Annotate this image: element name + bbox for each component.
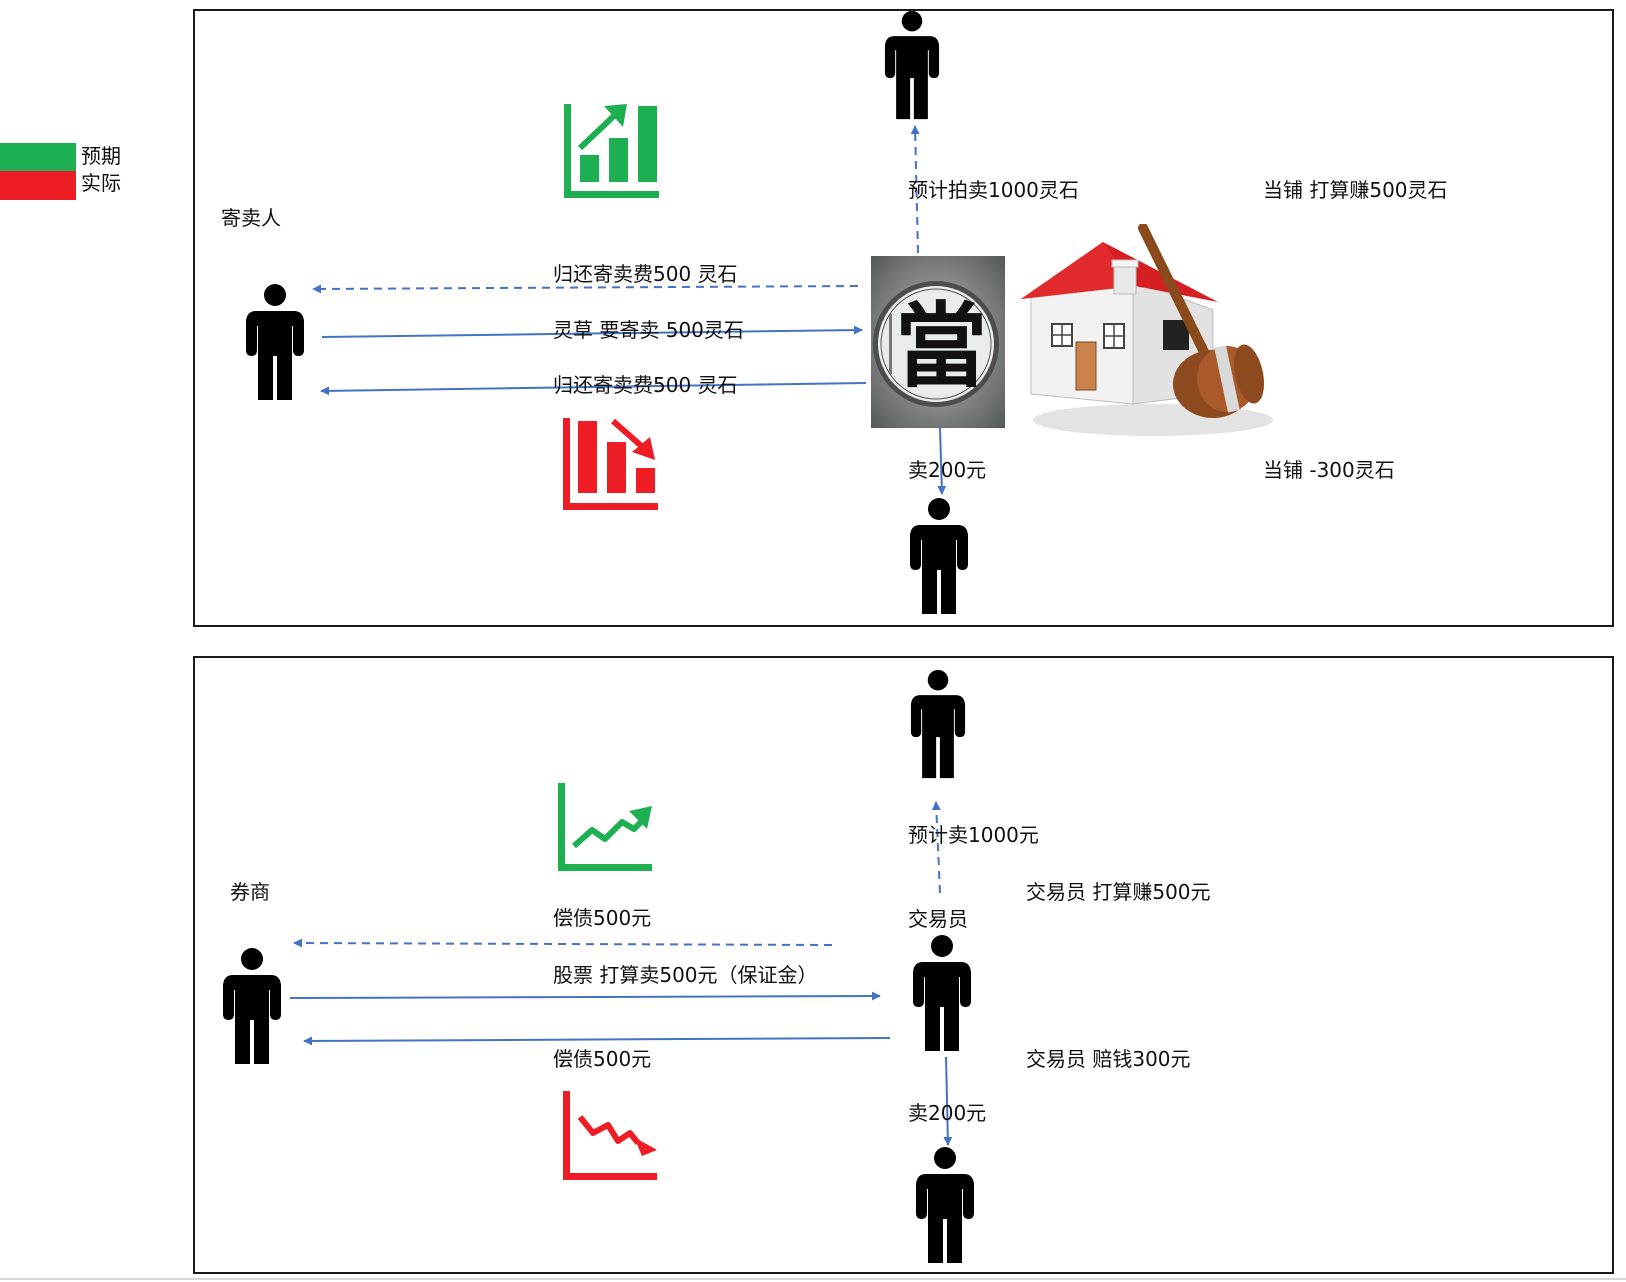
arrow-return-fee-actual [320, 382, 867, 396]
page-bottom-rule [0, 1278, 1626, 1280]
arrow-sold-actual-bottom [943, 1056, 953, 1146]
return-fee-actual-label: 归还寄卖费500 灵石 [553, 373, 738, 397]
broker-label: 券商 [230, 880, 270, 904]
line-chart-up-icon [558, 783, 652, 871]
repay-actual-label: 偿债500元 [553, 1047, 652, 1071]
arrow-return-fee-expected [312, 284, 859, 294]
trader-label: 交易员 [908, 907, 968, 931]
arrow-consign-request [321, 325, 863, 338]
repay-expected-label: 偿债500元 [553, 906, 652, 930]
pawnshop-house-image [1021, 224, 1273, 436]
top-panel-frame [193, 9, 1614, 627]
sell-request-label: 股票 打算卖500元（保证金） [553, 963, 818, 987]
auction-expected-label: 预计拍卖1000灵石 [908, 178, 1079, 202]
consign-request-label: 灵草 要寄卖 500灵石 [553, 318, 744, 342]
arrow-repay-actual [303, 1036, 891, 1046]
legend-expected-swatch [0, 143, 76, 172]
legend-expected-label: 预期 [81, 144, 121, 168]
consignor-label: 寄卖人 [221, 206, 281, 230]
arrow-sell-request [289, 991, 881, 1001]
line-chart-down-icon [563, 1091, 657, 1180]
person-expected-buyer-bottom [910, 669, 966, 779]
person-trader [912, 934, 972, 1052]
person-consignor [245, 283, 305, 401]
person-broker [222, 947, 282, 1065]
person-auction-buyer-top [884, 10, 940, 120]
sold-actual-bottom-label: 卖200元 [908, 1101, 987, 1125]
chart-up-icon [564, 104, 659, 198]
legend-actual-label: 实际 [81, 171, 121, 195]
arrow-sell-expected [931, 801, 941, 894]
arrow-repay-expected [293, 938, 833, 948]
pawn-sign-character: 當 [895, 292, 987, 400]
trader-expected-profit-label: 交易员 打算赚500元 [1026, 880, 1211, 904]
return-fee-expected-label: 归还寄卖费500 灵石 [553, 262, 738, 286]
bottom-panel-frame [193, 656, 1614, 1274]
arrow-auction-expected [910, 125, 920, 254]
trader-actual-loss-label: 交易员 赔钱300元 [1026, 1047, 1191, 1071]
pawnshop-sign-image: 當 [871, 256, 1005, 428]
person-actual-buyer-bottom [915, 1146, 975, 1264]
sell-expected-label: 预计卖1000元 [908, 823, 1039, 847]
chart-down-icon [563, 418, 658, 510]
legend-actual-swatch [0, 171, 76, 200]
arrow-sold-actual-top [937, 427, 947, 495]
person-actual-buyer-top [909, 497, 969, 615]
sold-actual-top-label: 卖200元 [908, 458, 987, 482]
shop-expected-profit-label: 当铺 打算赚500灵石 [1263, 178, 1448, 202]
shop-actual-result-label: 当铺 -300灵石 [1263, 458, 1395, 482]
